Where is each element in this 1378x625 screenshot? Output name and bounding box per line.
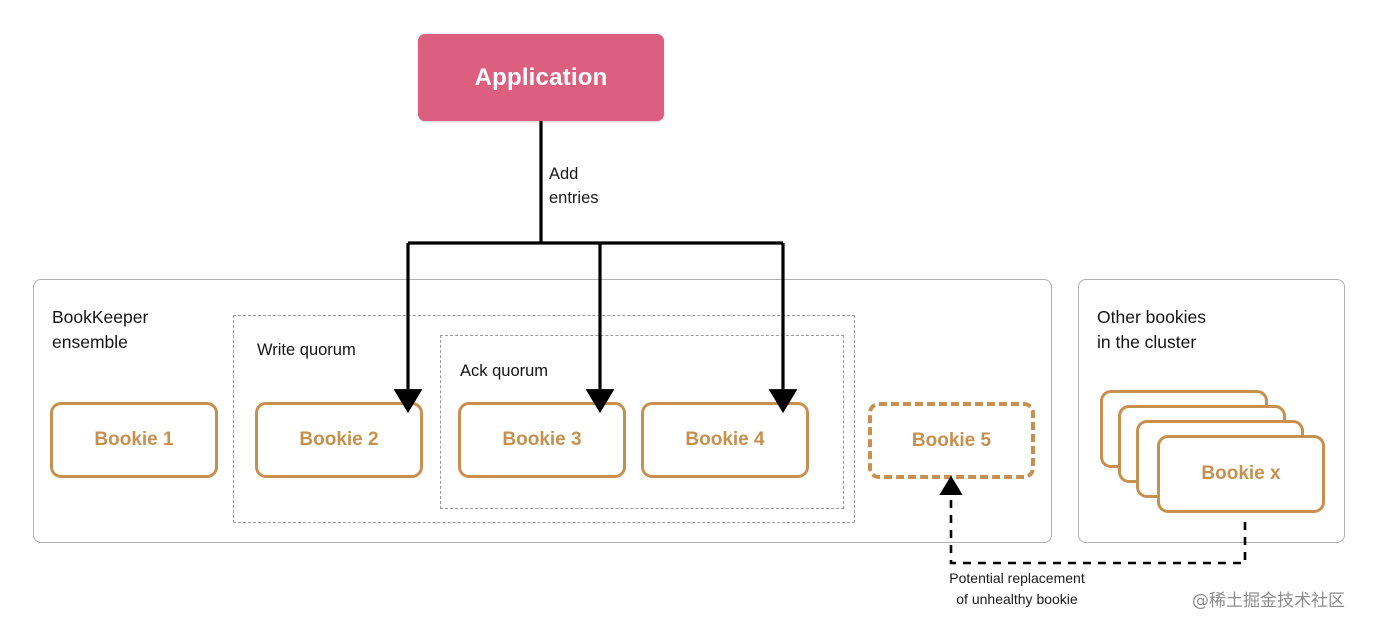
other-bookies-stack: Bookie x <box>1100 390 1335 530</box>
ack-quorum-label: Ack quorum <box>460 362 549 380</box>
write-quorum-label: Write quorum <box>257 341 356 359</box>
bookie-label: Bookie 3 <box>502 429 582 450</box>
bookie-label: Bookie x <box>1201 463 1281 484</box>
write-quorum-region <box>233 315 855 523</box>
other-bookies-title: Other bookies in the cluster <box>1097 307 1206 353</box>
watermark-label: @稀土掘金技术社区 <box>1192 591 1345 611</box>
bookie-label: Bookie 5 <box>911 429 992 451</box>
bookie-label: Bookie 2 <box>299 429 379 450</box>
bookie-node-x[interactable]: Bookie x <box>1157 435 1325 513</box>
ack-quorum-region <box>440 335 844 509</box>
application-label: Application <box>474 63 608 91</box>
replacement-callout-note: Potential replacement of unhealthy booki… <box>949 570 1085 607</box>
bookie-label: Bookie 4 <box>685 429 765 450</box>
bookkeeper-ensemble-title: BookKeeper ensemble <box>52 307 149 353</box>
bookie-node-1[interactable]: Bookie 1 <box>50 402 218 478</box>
application-node[interactable]: Application <box>418 34 664 121</box>
bookie-node-4[interactable]: Bookie 4 <box>641 402 809 478</box>
add-entries-label: Add entries <box>549 165 599 207</box>
bookie-node-3[interactable]: Bookie 3 <box>458 402 626 478</box>
bookie-node-5[interactable]: Bookie 5 <box>868 402 1035 479</box>
bookie-label: Bookie 1 <box>94 429 174 450</box>
bookie-node-2[interactable]: Bookie 2 <box>255 402 423 478</box>
